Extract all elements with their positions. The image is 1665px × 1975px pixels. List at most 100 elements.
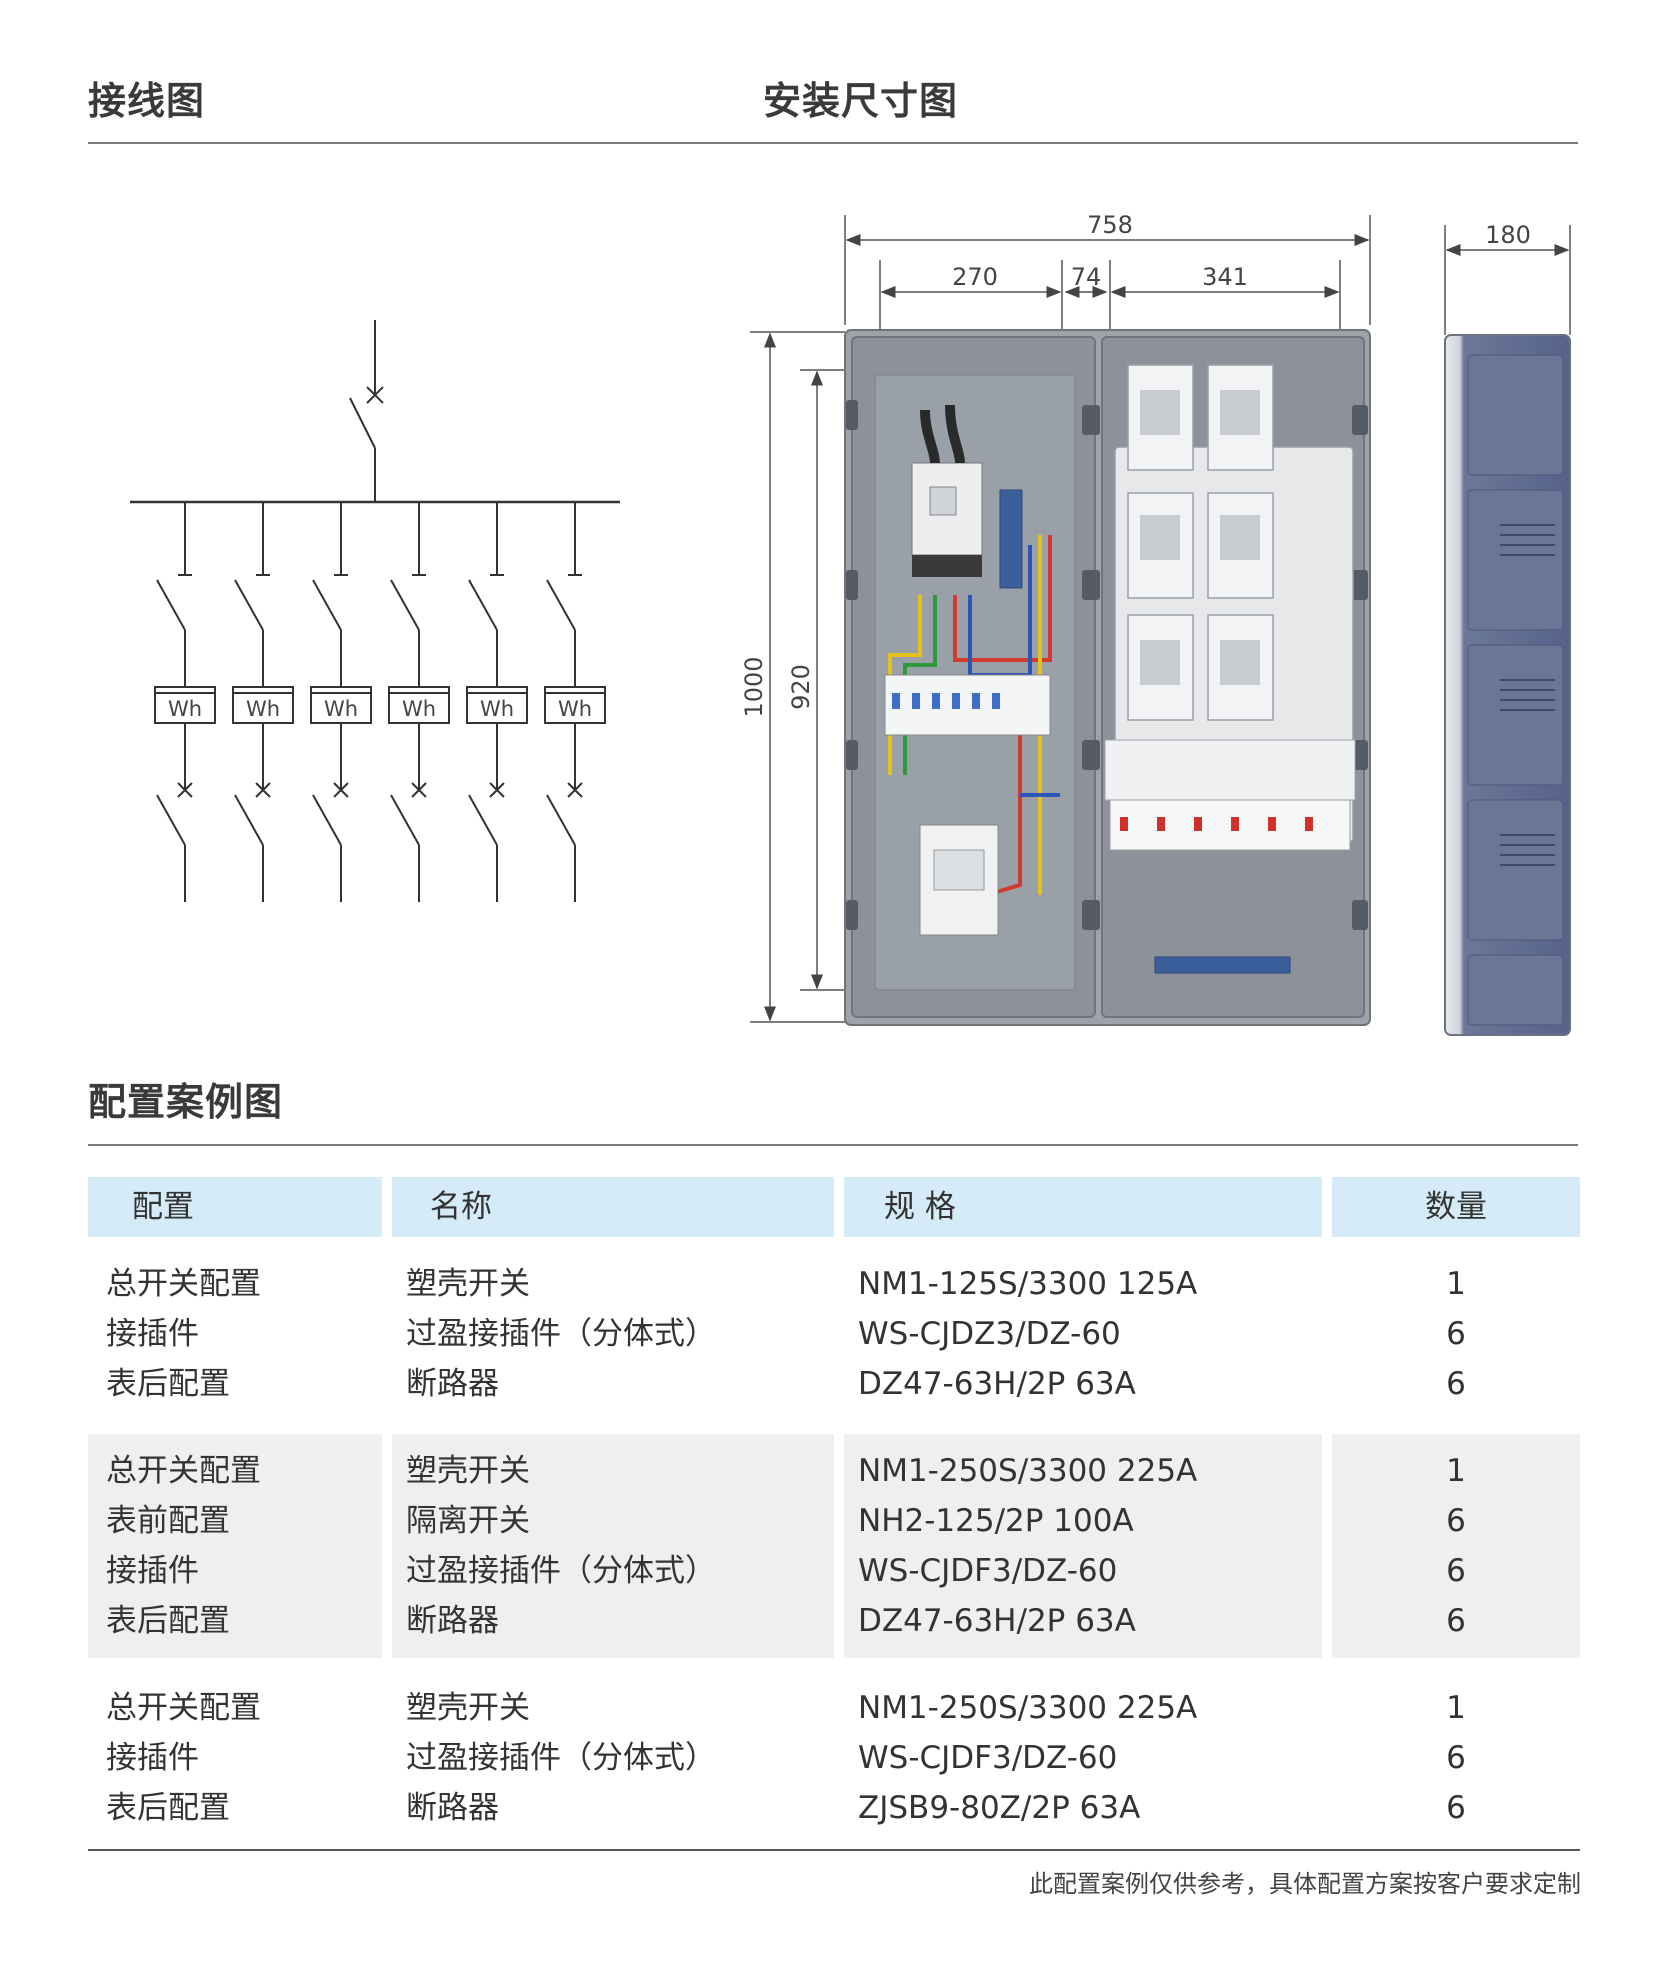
dim-inner-height: 920 (787, 664, 815, 710)
name-cell: 塑壳开关 (406, 1453, 530, 1489)
spec-cell: WS-CJDF3/DZ-60 (858, 1740, 1118, 1776)
name-cell: 过盈接插件（分体式） (406, 1740, 716, 1776)
header-quantity: 数量 (1332, 1177, 1580, 1237)
quantity-cell: 1 (1446, 1266, 1466, 1302)
quantity-cell: 6 (1446, 1790, 1466, 1826)
branch-circuit (544, 502, 606, 902)
spec-cell: DZ47-63H/2P 63A (858, 1603, 1136, 1639)
config-group: 总开关配置表前配置接插件表后配置塑壳开关隔离开关过盈接插件（分体式） 断路器 NM1… (88, 1434, 1580, 1658)
dim-right-width: 341 (1202, 263, 1248, 291)
table-bottom-rule (88, 1849, 1580, 1851)
spec-cell: NM1-125S/3300 125A (858, 1266, 1198, 1302)
spec-cell: WS-CJDF3/DZ-60 (858, 1553, 1118, 1589)
config-cell-column: 总开关配置接插件表后配置 (88, 1247, 382, 1421)
name-cell: 过盈接插件（分体式） (406, 1316, 716, 1352)
isolator-blade (390, 579, 420, 631)
config-cell: 接插件 (106, 1553, 199, 1589)
cabinet-front (844, 329, 1371, 1026)
spec-cell: WS-CJDZ3/DZ-60 (858, 1316, 1121, 1352)
isolator-blade (468, 579, 498, 631)
name-cell-column: 塑壳开关隔离开关过盈接插件（分体式） 断路器 (392, 1434, 834, 1658)
main-breaker-x2 (366, 386, 384, 404)
config-cell: 表后配置 (106, 1790, 230, 1826)
branch-breakers-right (1109, 799, 1351, 851)
spec-cell: NM1-250S/3300 225A (858, 1453, 1198, 1489)
isolator-blade (546, 579, 576, 631)
quantity-cell-column: 1 6 6 (1332, 1671, 1580, 1845)
config-cell: 总开关配置 (106, 1690, 261, 1726)
breaker-blade (312, 794, 342, 846)
spec-cell: NH2-125/2P 100A (858, 1503, 1134, 1539)
breaker-x2 (489, 782, 505, 798)
name-cell: 过盈接插件（分体式） (406, 1553, 716, 1589)
header-config: 配置 (88, 1177, 382, 1237)
spec-cell-column: NM1-250S/3300 225A NH2-125/2P 100A WS-CJDF… (844, 1434, 1322, 1658)
config-cell: 表后配置 (106, 1366, 230, 1402)
name-cell: 塑壳开关 (406, 1266, 530, 1302)
branch-circuit (232, 502, 294, 902)
neutral-terminal (999, 489, 1023, 589)
dim-gap-width: 74 (1071, 263, 1102, 291)
quantity-cell: 1 (1446, 1690, 1466, 1726)
name-cell-column: 塑壳开关过盈接插件（分体式） 断路器 (392, 1671, 834, 1845)
breaker-x2 (255, 782, 271, 798)
dim-total-height: 1000 (740, 656, 768, 717)
quantity-cell: 6 (1446, 1503, 1466, 1539)
quantity-cell: 6 (1446, 1316, 1466, 1352)
config-cell-column: 总开关配置表前配置接插件表后配置 (88, 1434, 382, 1658)
spec-cell: ZJSB9-80Z/2P 63A (858, 1790, 1141, 1826)
breaker-blade (390, 794, 420, 846)
top-divider (88, 142, 1578, 144)
name-cell: 断路器 (406, 1790, 499, 1826)
install-heading: 安装尺寸图 (763, 79, 959, 123)
dimension-lines (750, 215, 1571, 1023)
breaker-blade (546, 794, 576, 846)
installation-drawing: 758 270 74 341 180 1000 920 (740, 211, 1571, 1036)
earth-terminal (1154, 956, 1291, 974)
table-header: 配置 名称 规 格 数量 (88, 1177, 1580, 1237)
quantity-cell: 6 (1446, 1553, 1466, 1589)
cabinet-side (1444, 334, 1571, 1036)
main-switch-blade (349, 397, 376, 449)
config-cell: 总开关配置 (106, 1453, 261, 1489)
quantity-cell: 1 (1446, 1453, 1466, 1489)
header-spec: 规 格 (844, 1177, 1322, 1237)
name-cell: 断路器 (406, 1603, 499, 1639)
branch-circuit (388, 502, 450, 902)
branch-circuit (154, 502, 216, 902)
config-cell: 总开关配置 (106, 1266, 261, 1302)
name-cell: 隔离开关 (406, 1503, 530, 1539)
meter-label: Wh (246, 697, 280, 721)
isolator-blade (156, 579, 186, 631)
breaker-x2 (333, 782, 349, 798)
branch-breakers-left (884, 674, 1051, 736)
meter-label: Wh (402, 697, 436, 721)
wiring-heading: 接线图 (88, 79, 206, 123)
dim-left-width: 270 (952, 263, 998, 291)
breaker-blade (156, 794, 186, 846)
meter-label: Wh (480, 697, 514, 721)
branch-circuit (310, 502, 372, 902)
breaker-x2 (567, 782, 583, 798)
meter-label: Wh (324, 697, 358, 721)
config-cell: 接插件 (106, 1740, 199, 1776)
isolator-blade (312, 579, 342, 631)
meter-label: Wh (558, 697, 592, 721)
name-cell: 塑壳开关 (406, 1690, 530, 1726)
quantity-cell: 6 (1446, 1740, 1466, 1776)
breaker-x2 (411, 782, 427, 798)
name-cell-column: 塑壳开关过盈接插件（分体式）断路器 (392, 1247, 834, 1421)
config-cell-column: 总开关配置接插件表后配置 (88, 1671, 382, 1845)
dim-depth: 180 (1485, 221, 1531, 249)
dim-total-width: 758 (1087, 211, 1133, 239)
branch-circuit (466, 502, 528, 902)
spec-cell: NM1-250S/3300 225A (858, 1690, 1198, 1726)
breaker-x2 (177, 782, 193, 798)
config-divider (88, 1144, 1578, 1146)
